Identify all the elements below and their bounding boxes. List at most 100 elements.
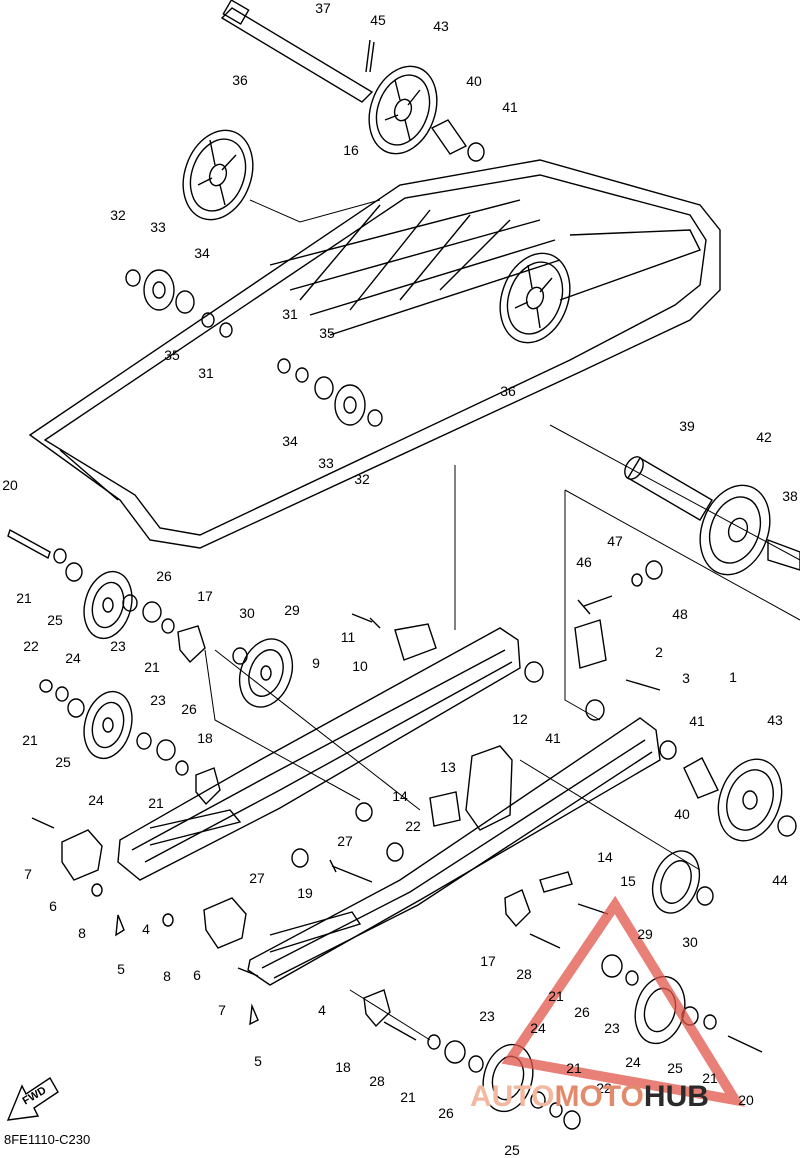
callout: 46 <box>576 554 592 570</box>
callout: 15 <box>620 873 636 889</box>
watermark-part1: AUTO <box>470 1080 555 1113</box>
callout: 48 <box>672 606 688 622</box>
watermark-part2: MOTO <box>554 1080 644 1113</box>
callout: 24 <box>65 650 81 666</box>
callout: 17 <box>197 588 213 604</box>
callout: 36 <box>500 383 516 399</box>
hub-wheel-24-upper <box>83 570 133 640</box>
watermark-triangle-icon <box>501 895 746 1107</box>
callout: 26 <box>181 701 197 717</box>
callout: 29 <box>637 926 653 942</box>
callout: 24 <box>88 792 104 808</box>
bracket-2 <box>574 619 607 669</box>
shaft-37 <box>220 0 374 103</box>
callout: 23 <box>479 1008 495 1024</box>
wheel-43-right <box>717 758 783 842</box>
wheel-29-left <box>238 638 294 708</box>
bracket-18-lower <box>363 989 391 1028</box>
callout: 24 <box>625 1054 641 1070</box>
callout: 21 <box>22 732 38 748</box>
callout: 4 <box>142 921 150 937</box>
slide-rail-upper <box>117 627 521 881</box>
wheel-36-left <box>182 129 254 221</box>
callout: 28 <box>516 966 532 982</box>
callout: 32 <box>110 207 126 223</box>
callout: 5 <box>254 1053 262 1069</box>
callout: 6 <box>193 967 201 983</box>
callout: 40 <box>674 806 690 822</box>
callout: 21 <box>148 795 164 811</box>
callout: 26 <box>156 568 172 584</box>
callout: 20 <box>738 1092 754 1108</box>
callout: 8 <box>163 968 171 984</box>
washer-group-center <box>277 358 383 427</box>
callout: 21 <box>548 988 564 1004</box>
callout: 2 <box>655 644 663 660</box>
callout: 30 <box>682 934 698 950</box>
callout: 33 <box>318 455 334 471</box>
callout: 11 <box>340 629 356 645</box>
callout: 14 <box>597 849 613 865</box>
wheel-43-top <box>368 65 438 155</box>
callout: 25 <box>667 1060 683 1076</box>
callout: 20 <box>2 477 18 493</box>
callout: 5 <box>117 961 125 977</box>
hub-wheel-24-lower <box>83 690 133 760</box>
callout: 32 <box>354 471 370 487</box>
callout: 35 <box>319 325 335 341</box>
wheel-42 <box>699 484 771 576</box>
callout: 4 <box>318 1002 326 1018</box>
wheel-36-center <box>499 252 571 344</box>
callout: 6 <box>49 898 57 914</box>
callout: 28 <box>369 1073 385 1089</box>
callout: 14 <box>392 788 408 804</box>
callout: 30 <box>239 605 255 621</box>
watermark-logo: AUTOMOTOHUB <box>470 1080 709 1114</box>
diagram-code: 8FE1110-C230 <box>4 1132 91 1147</box>
callout: 21 <box>400 1089 416 1105</box>
callout: 31 <box>198 365 214 381</box>
callout: 39 <box>679 418 695 434</box>
callout: 18 <box>197 730 213 746</box>
callout: 27 <box>249 870 265 886</box>
bolt-19 <box>329 859 373 883</box>
callout: 26 <box>438 1105 454 1121</box>
callout: 24 <box>530 1020 546 1036</box>
callout: 21 <box>144 659 160 675</box>
glide-6-upper <box>61 829 103 881</box>
watermark-part3: HUB <box>643 1080 709 1113</box>
bracket-12-13 <box>465 745 513 831</box>
washer-group-left <box>125 269 233 338</box>
callout: 23 <box>604 1020 620 1036</box>
leader-lines <box>204 199 800 1041</box>
washer-41-top <box>467 142 485 162</box>
glide-6-lower <box>203 897 247 949</box>
callout: 18 <box>335 1059 351 1075</box>
callout: 33 <box>150 219 166 235</box>
callout: 7 <box>218 1002 226 1018</box>
callout: 25 <box>55 754 71 770</box>
callout: 29 <box>284 602 300 618</box>
callout: 21 <box>16 590 32 606</box>
collar-40-top <box>430 119 468 155</box>
small-parts-left <box>7 528 189 776</box>
callout: 44 <box>772 872 788 888</box>
callout: 25 <box>47 612 63 628</box>
callout: 8 <box>78 925 86 941</box>
bolt-11 <box>351 613 381 629</box>
bracket-18-upper <box>195 767 221 806</box>
callout: 22 <box>405 818 421 834</box>
bracket-10 <box>394 623 437 661</box>
callout: 43 <box>433 18 449 34</box>
callout: 12 <box>512 711 528 727</box>
callout: 34 <box>194 245 210 261</box>
callout: 27 <box>337 833 353 849</box>
track-belt-16 <box>28 159 721 549</box>
callout: 9 <box>312 655 320 671</box>
callout: 41 <box>502 99 518 115</box>
fwd-arrow-icon <box>6 1077 59 1121</box>
bracket-17-lower <box>504 889 531 928</box>
callout: 1 <box>729 669 737 685</box>
wheel-29-right <box>651 850 701 914</box>
